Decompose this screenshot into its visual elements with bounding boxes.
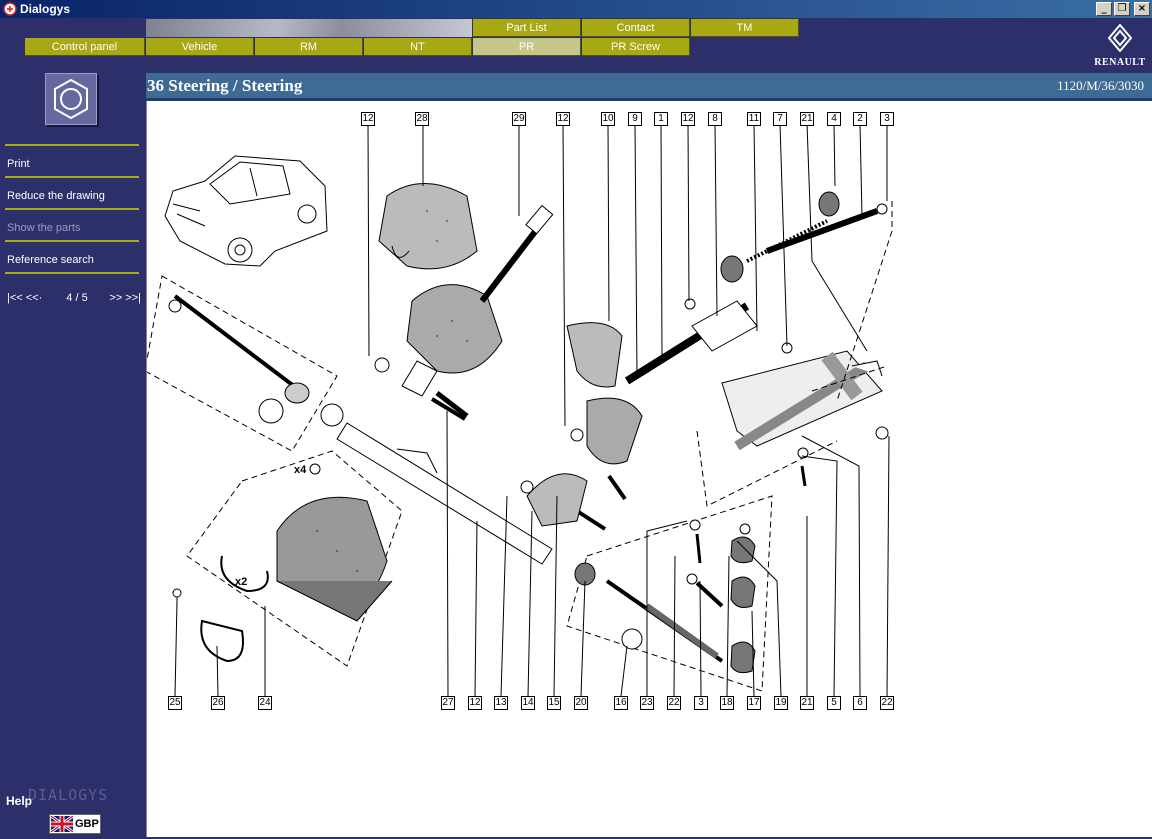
car-thumbnail xyxy=(164,155,328,267)
window-title: Dialogys xyxy=(20,2,71,16)
part-callout[interactable]: 9 xyxy=(628,112,642,126)
part-callout[interactable]: 3 xyxy=(880,112,894,126)
sidebar: Print Reduce the drawing Show the parts … xyxy=(0,73,145,839)
sidebar-divider xyxy=(5,144,139,146)
part-callout[interactable]: 16 xyxy=(614,696,628,710)
part-callout[interactable]: 7 xyxy=(773,112,787,126)
tab-contact[interactable]: Contact xyxy=(582,19,690,37)
quantity-label-x2: x2 xyxy=(235,576,247,588)
tab-tm[interactable]: TM xyxy=(691,19,799,37)
tab-part-list[interactable]: Part List xyxy=(473,19,581,37)
page-navigator: |<< <<· 4 / 5 >> >>| xyxy=(7,292,141,304)
sidebar-divider xyxy=(5,208,139,210)
uk-flag-icon xyxy=(51,816,73,832)
part-callout[interactable]: 12 xyxy=(556,112,570,126)
part-callout[interactable]: 22 xyxy=(667,696,681,710)
navigation-band: Part List Contact TM Control panel Vehic… xyxy=(0,18,1152,73)
tab-rm[interactable]: RM xyxy=(255,38,363,56)
page-title: 36 Steering / Steering xyxy=(147,75,303,95)
part-callout[interactable]: 21 xyxy=(800,696,814,710)
app-icon xyxy=(3,2,17,16)
diagram-header: 36 Steering / Steering 1120/M/36/3030 xyxy=(146,73,1152,101)
part-callout[interactable]: 15 xyxy=(547,696,561,710)
sidebar-item-reference-search[interactable]: Reference search xyxy=(7,254,94,266)
steering-nut-icon xyxy=(45,73,97,125)
sidebar-divider xyxy=(5,240,139,242)
tab-decoration xyxy=(146,19,472,37)
part-callout[interactable]: 24 xyxy=(258,696,272,710)
part-callout[interactable]: 19 xyxy=(774,696,788,710)
exploded-parts-diagram[interactable]: x4 x2 12 28 29 12 10 9 1 12 8 11 7 21 4 … xyxy=(146,101,1152,837)
part-callout[interactable]: 22 xyxy=(880,696,894,710)
tab-pr-screw[interactable]: PR Screw xyxy=(582,38,690,56)
part-callout[interactable]: 11 xyxy=(747,112,761,126)
part-callout[interactable]: 12 xyxy=(681,112,695,126)
language-code: GBP xyxy=(75,818,99,830)
brand-name: RENAULT xyxy=(1094,57,1146,68)
part-callout[interactable]: 27 xyxy=(441,696,455,710)
diagram-reference: 1120/M/36/3030 xyxy=(1057,77,1144,93)
help-link[interactable]: Help xyxy=(6,794,33,808)
maximize-button[interactable]: ❐ xyxy=(1114,2,1130,16)
renault-logo: RENAULT xyxy=(1092,23,1148,68)
part-callout[interactable]: 14 xyxy=(521,696,535,710)
part-callout[interactable]: 4 xyxy=(827,112,841,126)
language-selector[interactable]: GBP xyxy=(49,814,101,834)
part-callout[interactable]: 20 xyxy=(574,696,588,710)
steering-assembly-drawing: x4 x2 xyxy=(147,123,893,697)
renault-diamond-icon xyxy=(1107,23,1133,53)
part-callout[interactable]: 1 xyxy=(654,112,668,126)
tab-pr[interactable]: PR xyxy=(473,38,581,56)
tab-control-panel[interactable]: Control panel xyxy=(25,38,145,56)
part-callout[interactable]: 12 xyxy=(468,696,482,710)
dialogys-watermark: DIALOGYS xyxy=(28,786,109,804)
minimize-button[interactable]: _ xyxy=(1096,2,1112,16)
part-callout[interactable]: 10 xyxy=(601,112,615,126)
part-callout[interactable]: 28 xyxy=(415,112,429,126)
sidebar-item-print[interactable]: Print xyxy=(7,158,30,170)
part-callout[interactable]: 3 xyxy=(694,696,708,710)
part-callout[interactable]: 21 xyxy=(800,112,814,126)
title-bar: Dialogys _ ❐ × xyxy=(0,0,1152,18)
part-callout[interactable]: 17 xyxy=(747,696,761,710)
close-button[interactable]: × xyxy=(1134,2,1150,16)
sidebar-divider xyxy=(5,272,139,274)
next-last-page-button[interactable]: >> >>| xyxy=(109,292,141,304)
sidebar-item-reduce-drawing[interactable]: Reduce the drawing xyxy=(7,190,105,202)
part-callout[interactable]: 6 xyxy=(853,696,867,710)
tab-vehicle[interactable]: Vehicle xyxy=(146,38,254,56)
part-callout[interactable]: 29 xyxy=(512,112,526,126)
page-indicator: 4 / 5 xyxy=(66,292,88,304)
part-callout[interactable]: 23 xyxy=(640,696,654,710)
part-callout[interactable]: 8 xyxy=(708,112,722,126)
first-prev-page-button[interactable]: |<< <<· xyxy=(7,292,43,304)
part-callout[interactable]: 12 xyxy=(361,112,375,126)
part-callout[interactable]: 5 xyxy=(827,696,841,710)
sidebar-divider xyxy=(5,176,139,178)
tab-nt[interactable]: NT xyxy=(364,38,472,56)
part-callout[interactable]: 13 xyxy=(494,696,508,710)
quantity-label-x4: x4 xyxy=(294,464,307,476)
part-callout[interactable]: 2 xyxy=(853,112,867,126)
part-callout[interactable]: 25 xyxy=(168,696,182,710)
sidebar-item-show-parts: Show the parts xyxy=(7,222,81,234)
part-callout[interactable]: 26 xyxy=(211,696,225,710)
part-callout[interactable]: 18 xyxy=(720,696,734,710)
